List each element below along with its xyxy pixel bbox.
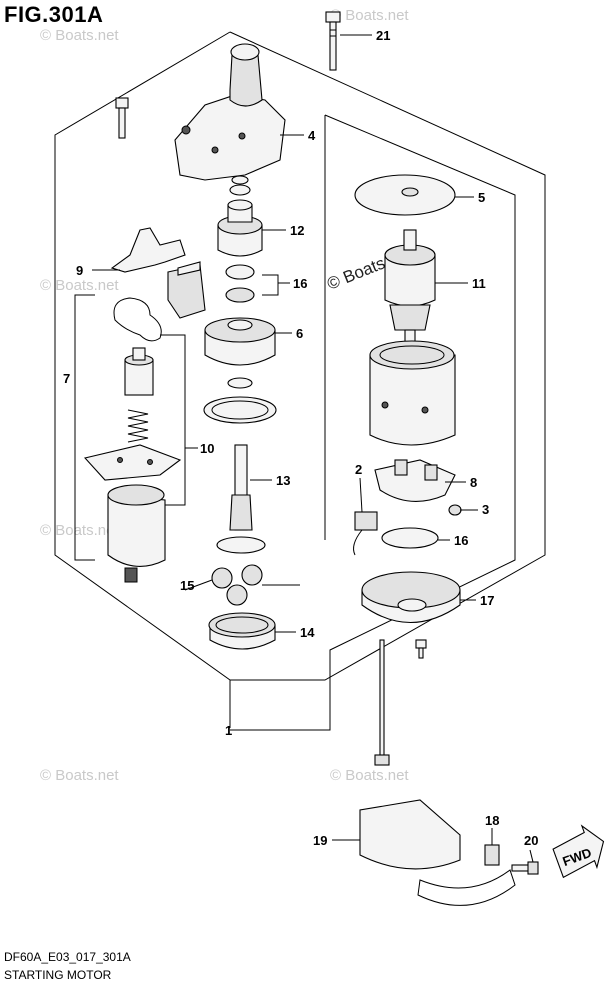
callout-21: 21: [376, 28, 390, 43]
callout-20: 20: [524, 833, 538, 848]
shift-lever-9: [110, 227, 186, 273]
callout-5: 5: [478, 190, 485, 205]
callout-6: 6: [296, 326, 303, 341]
through-bolt: [374, 639, 390, 766]
solenoid-plunger-bracket: [167, 261, 206, 319]
spring-clip: [113, 297, 162, 342]
diagram-code: DF60A_E03_017_301A: [4, 950, 131, 964]
watermark: © Boats.net: [40, 277, 119, 294]
seal-plate: [203, 396, 277, 424]
callout-16: 16: [293, 276, 307, 291]
callout-17: 17: [480, 593, 494, 608]
watermark: © Boats.net: [330, 7, 409, 24]
housing-bolt: [115, 97, 129, 139]
figure-title: FIG.301A: [4, 2, 104, 27]
brush-holder-8: [374, 459, 456, 502]
callout-11: 11: [472, 276, 486, 291]
mount-bracket-19: [359, 799, 516, 906]
callout-2: 2: [355, 462, 362, 477]
washer: [229, 175, 251, 196]
gear-housing-6: [204, 317, 276, 366]
bolt-20: [511, 861, 539, 875]
drive-housing-4: [174, 43, 286, 181]
end-cap-screw: [415, 639, 427, 659]
leader-lines: [92, 34, 534, 863]
callouts: 1 2 3 4 5 6 7 8 9 10 11 12 13 14 15 16 1…: [63, 28, 538, 848]
callout-7: 7: [63, 371, 70, 386]
return-spring: [127, 409, 149, 443]
field-yoke: [369, 340, 456, 446]
pinion-shaft-13: [216, 444, 266, 554]
callout-10: 10: [200, 441, 214, 456]
watermark: © Boats.net: [40, 522, 119, 539]
callout-12: 12: [290, 223, 304, 238]
callout-1: 1: [225, 723, 232, 738]
diagram-caption: STARTING MOTOR: [4, 968, 112, 982]
end-cap-17: [361, 571, 461, 623]
terminal-lead-2: [353, 511, 378, 556]
callout-15: 15: [180, 578, 194, 593]
washer-small: [227, 377, 253, 389]
internal-gear-14: [208, 612, 276, 650]
nut-3: [448, 504, 462, 516]
planet-gears-15: [211, 564, 263, 606]
callout-9: 9: [76, 263, 83, 278]
watermark: © Boats.net: [330, 767, 409, 784]
plunger: [124, 347, 154, 396]
callout-13: 13: [276, 473, 290, 488]
watermark: © Boats.net: [40, 27, 119, 44]
watermark: © Boats.net: [40, 767, 119, 784]
callout-8: 8: [470, 475, 477, 490]
gasket-plate-10: [83, 444, 182, 481]
armature-11: [384, 229, 436, 346]
callout-18: 18: [485, 813, 499, 828]
callout-4: 4: [308, 128, 316, 143]
circlips-16: [225, 264, 255, 303]
brake-plate-5: [354, 174, 456, 216]
pinion-gear-12: [217, 199, 263, 257]
callout-3: 3: [482, 502, 489, 517]
bolt-21: [325, 11, 341, 71]
solenoid-body: [107, 484, 166, 583]
spring-plate-16: [381, 527, 439, 549]
fwd-arrow-icon: FWD: [552, 824, 605, 879]
strap-18: [484, 844, 500, 866]
callout-14: 14: [300, 625, 315, 640]
callout-19: 19: [313, 833, 327, 848]
callout-16b: 16: [454, 533, 468, 548]
